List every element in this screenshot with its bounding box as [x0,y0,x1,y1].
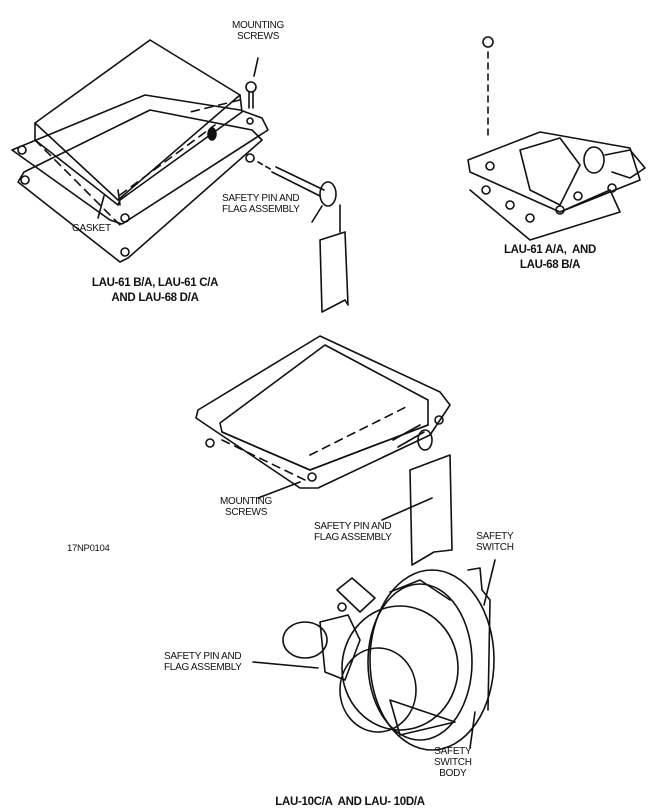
leader-safety-pin [381,497,433,521]
mounting-screw-icon [245,81,257,109]
cap [339,647,417,733]
cover-top-edge [34,94,241,201]
lau61aa-illustration [467,36,646,241]
caption-lau10: LAU-10C/A AND LAU- 10D/A [275,796,425,808]
leader-safety-pin [252,661,319,669]
cover-screws-illustration [195,335,453,566]
label-mounting-screws: MOUNTING SCREWS [220,496,273,518]
label-safety-pin-flag-assembly: SAFETY PIN AND FLAG ASSEMBLY [222,193,300,215]
leader-mounting-screws [253,57,259,77]
flag-tag [409,454,453,566]
safety-pin-icon [392,424,453,566]
lau10-illustration [252,559,496,751]
cover-top [34,39,243,206]
label-safety-pin-flag-assembly: SAFETY PIN AND FLAG ASSEMBLY [314,521,392,543]
switch-body-ring [369,569,495,751]
spike [389,699,456,736]
label-safety-switch-body: SAFETY SWITCH BODY [434,746,472,779]
label-gasket: GASKET [72,223,111,234]
cover-flange [195,335,451,489]
pin-ring [282,621,328,659]
label-safety-pin-flag-assembly: SAFETY PIN AND FLAG ASSEMBLY [164,651,242,673]
cover-gasket-illustration [11,39,349,313]
label-mounting-screws: MOUNTING SCREWS [232,20,285,42]
cover-flange [11,94,269,225]
leader-safety-pin [311,205,323,223]
caption-lau61aa: LAU-61 A/A, AND LAU-68 B/A [503,244,597,271]
safety-pin-icon [257,161,349,313]
hidden-edges [34,99,241,226]
gasket-outline [17,109,263,263]
caption-lau61ba: LAU-61 B/A, LAU-61 C/A AND LAU-68 D/A [91,277,219,304]
flag-tag [319,231,349,313]
leader-gasket [97,195,105,219]
leader-mounting-screws [257,481,301,499]
leader-safety-switch-body [469,711,476,749]
label-safety-switch: SAFETY SWITCH [476,531,514,553]
figure-id: 17NP0104 [67,543,110,554]
leader-safety-switch [483,559,496,606]
